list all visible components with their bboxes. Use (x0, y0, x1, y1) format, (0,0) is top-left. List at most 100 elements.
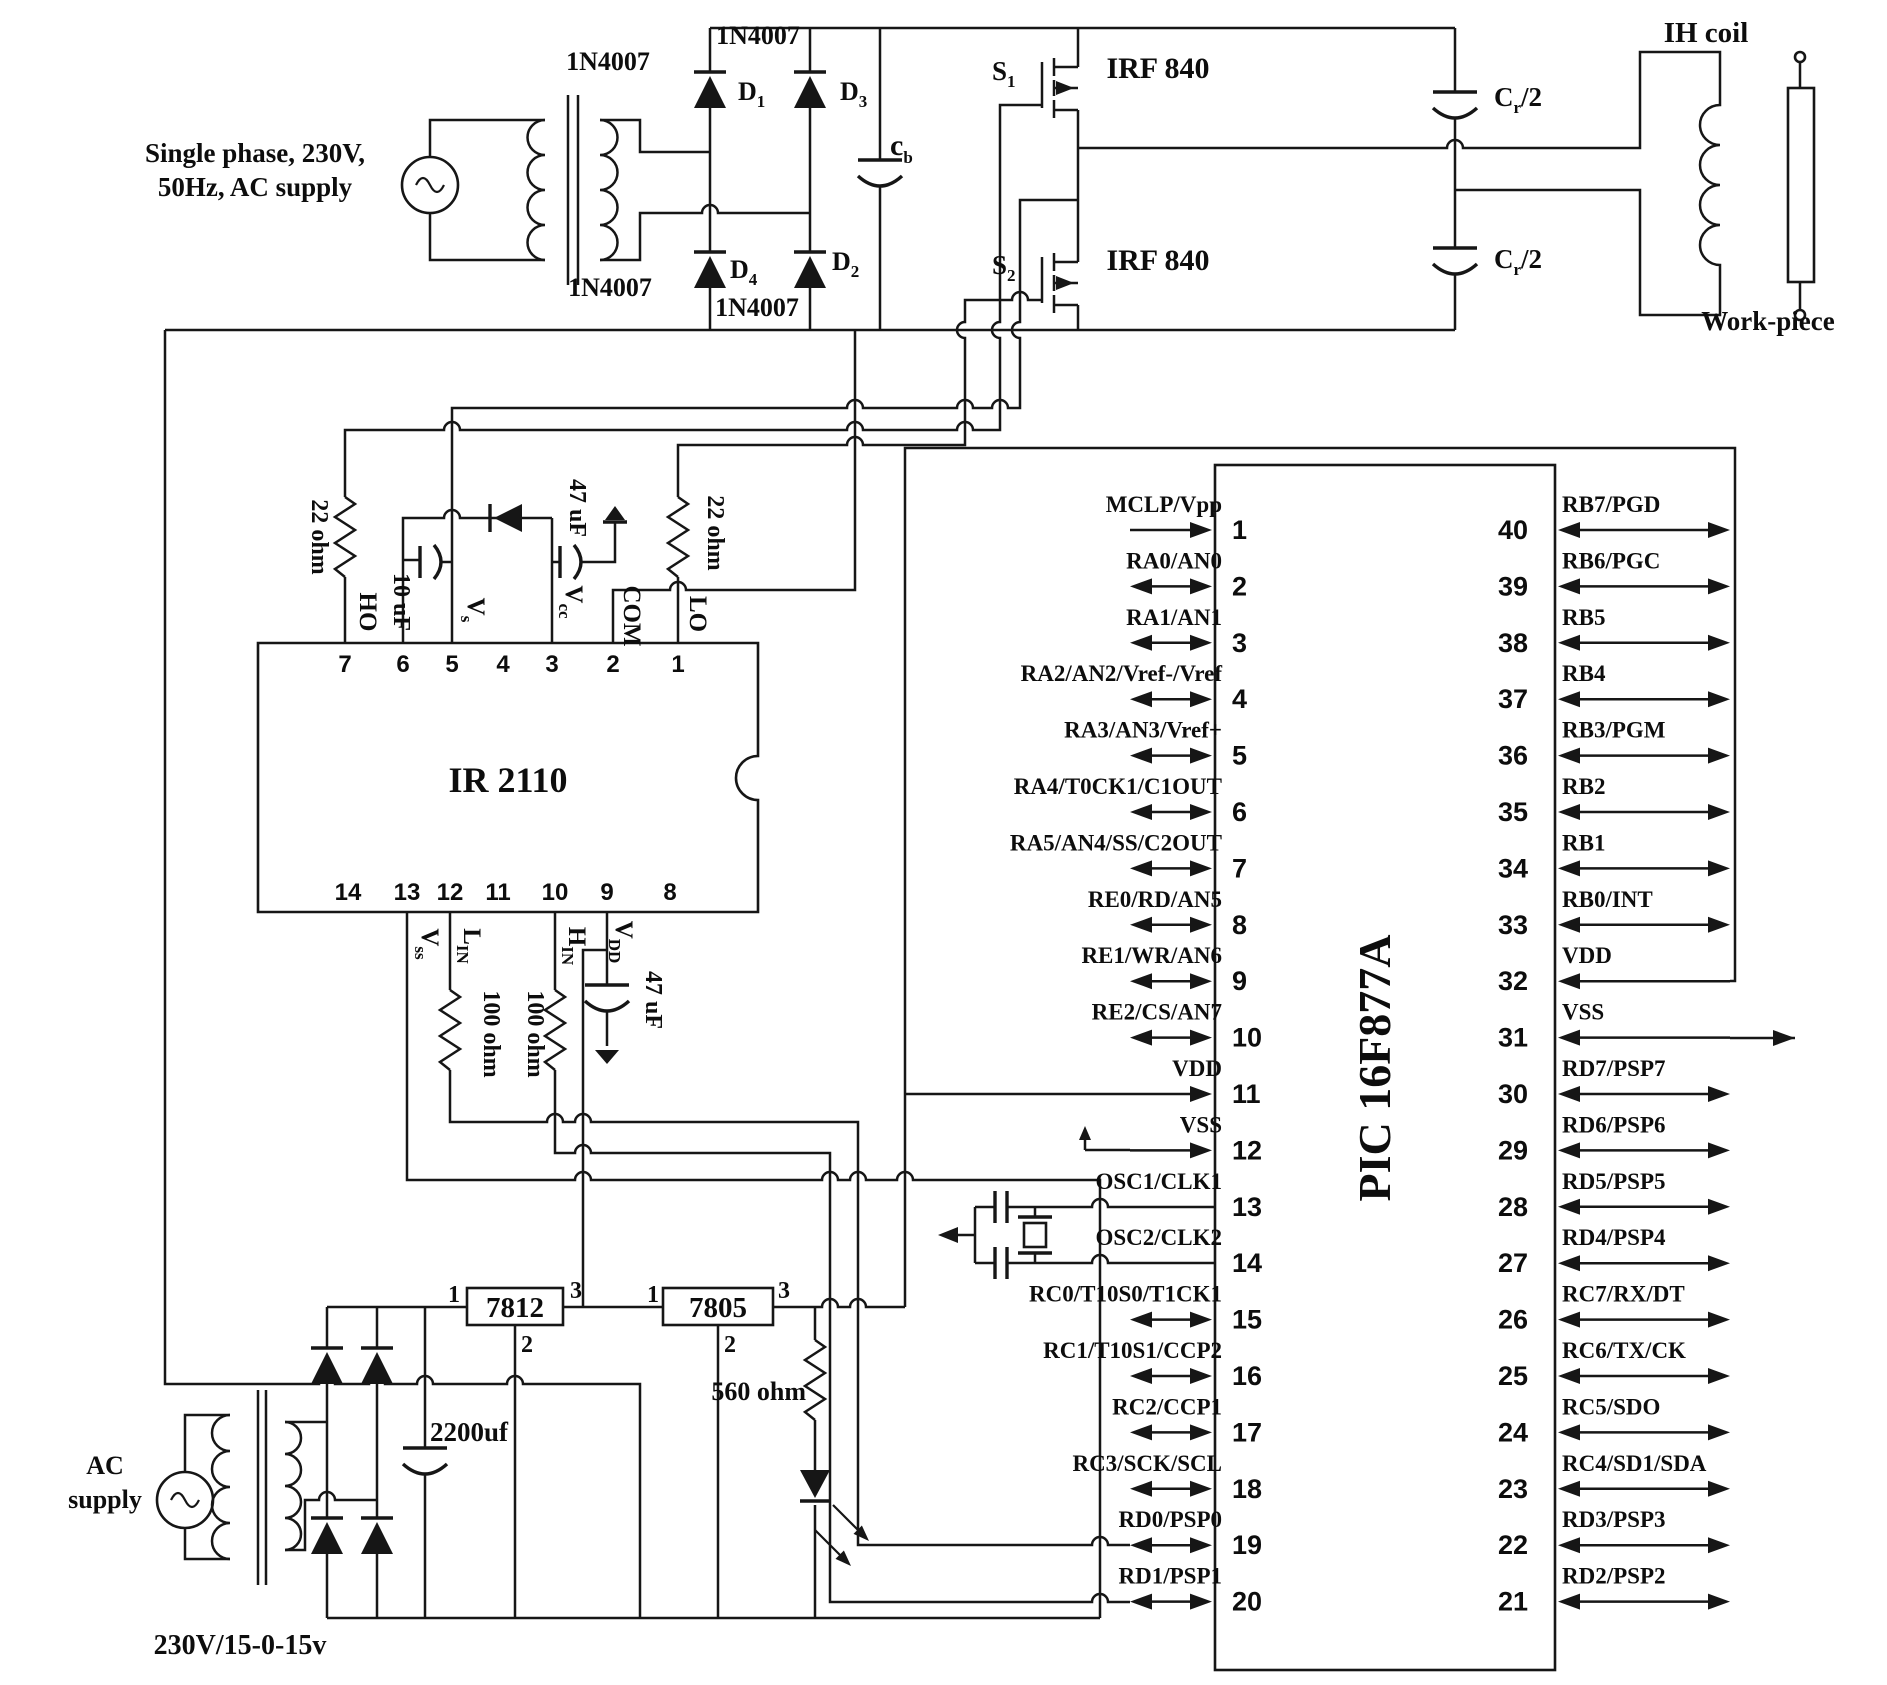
mains-label-2: 50Hz, AC supply (158, 172, 353, 202)
r-lo-label: 22 ohm (702, 495, 728, 570)
pin-number: 3 (1232, 628, 1247, 658)
regulator-7812 (465, 1286, 663, 1618)
pin-number: 30 (1498, 1079, 1528, 1109)
d1-part-label: 1N4007 (566, 47, 650, 76)
ac-mains-source (400, 118, 545, 262)
pic-pin-31: 31 VSS (1498, 1000, 1730, 1053)
diode-d1 (694, 70, 726, 108)
pin-number: 5 (1232, 741, 1247, 771)
cb-label: cb (890, 129, 913, 167)
pin-label: RB0/INT (1562, 887, 1653, 912)
d4-label: D4 (730, 255, 758, 289)
pin-label: RC0/T10S0/T1CK1 (1029, 1282, 1222, 1307)
pin-label: RC6/TX/CK (1562, 1338, 1686, 1363)
pin-number: 20 (1232, 1587, 1262, 1617)
ho-label: HO (354, 593, 381, 632)
pin-number: 35 (1498, 797, 1528, 827)
pin-label: RD4/PSP4 (1562, 1225, 1666, 1250)
workpiece (1786, 50, 1816, 322)
pin-number: 10 (1232, 1023, 1262, 1053)
pin-number: 4 (1232, 684, 1247, 714)
pin-label: OSC1/CLK1 (1095, 1169, 1222, 1194)
pin-label: RD7/PSP7 (1562, 1056, 1666, 1081)
pic-pin-5: 5 RA3/AN3/Vref+ (1064, 718, 1247, 771)
d3-label: D3 (840, 77, 867, 111)
r-ho-label: 22 ohm (306, 499, 332, 574)
pic-outer-loop (903, 446, 1795, 1307)
pic-name: PIC 16F877A (1349, 934, 1400, 1201)
pin-label: VDD (1172, 1056, 1222, 1081)
reg1-pin3: 3 (570, 1278, 582, 1304)
pic-pin-rows: 1MCLP/Vpp2RA0/AN03RA1/AN14RA2/AN2/Vref-/… (1010, 492, 1730, 1617)
r-lin-label: 100 ohm (478, 990, 504, 1077)
pin-label: RA3/AN3/Vref+ (1064, 718, 1222, 743)
main-transformer (526, 95, 810, 285)
diode-d2 (794, 250, 826, 288)
pic-pin-25: 25 RC6/TX/CK (1498, 1338, 1730, 1391)
pin-label: RD0/PSP0 (1119, 1507, 1223, 1532)
pin-label: RC3/SCK/SCL (1072, 1451, 1222, 1476)
pin-number: 27 (1498, 1248, 1528, 1278)
pin-label: RC7/RX/DT (1562, 1282, 1685, 1307)
pin-number: 13 (1232, 1192, 1262, 1222)
pin-number: 25 (1498, 1361, 1528, 1391)
pic-pin-30: 30 RD7/PSP7 (1498, 1056, 1730, 1109)
vss-drv-label: Vss (411, 928, 443, 960)
pin-number: 31 (1498, 1023, 1528, 1053)
pin-label: RE0/RD/AN5 (1088, 887, 1222, 912)
ir-pin3: 3 (545, 651, 558, 678)
r-led-label: 560 ohm (711, 1377, 806, 1406)
pic-pin-10: 10 RE2/CS/AN7 (1092, 1000, 1262, 1053)
pin-number: 38 (1498, 628, 1528, 658)
d2-part-label: 1N4007 (715, 293, 799, 322)
pin-number: 32 (1498, 966, 1528, 996)
pin-number: 33 (1498, 910, 1528, 940)
pin-number: 29 (1498, 1135, 1528, 1165)
pin-label: VDD (1562, 943, 1612, 968)
pin-label: RC2/CCP1 (1112, 1394, 1222, 1419)
workpiece-label: Work-piece (1701, 306, 1834, 336)
pin-label: RE2/CS/AN7 (1092, 1000, 1222, 1025)
ir2110-chip (256, 641, 760, 914)
pin-number: 6 (1232, 797, 1247, 827)
bootstrap-capacitor-10uf (403, 543, 452, 581)
pin-number: 26 (1498, 1305, 1528, 1335)
bootstrap-diode (488, 504, 522, 532)
pin-label: RD5/PSP5 (1562, 1169, 1666, 1194)
pin-label: VSS (1562, 1000, 1604, 1025)
reg1-label: 7812 (486, 1292, 544, 1324)
pin-label: RD2/PSP2 (1562, 1564, 1666, 1589)
vs-label: Vs (457, 598, 489, 623)
pin-label: RE1/WR/AN6 (1081, 943, 1222, 968)
pin-label: RC4/SD1/SDA (1562, 1451, 1707, 1476)
gate-resistor-ho (332, 495, 358, 578)
psu-bridge (311, 1305, 1100, 1620)
ir-pin2: 2 (606, 651, 619, 678)
pic-pin-26: 26 RC7/RX/DT (1498, 1282, 1730, 1335)
pin-number: 34 (1498, 853, 1528, 883)
dc-bus-capacitor (856, 28, 904, 330)
s1-label: S1 (992, 56, 1016, 91)
psu-ac-label-1: AC (86, 1451, 124, 1480)
r-hin-label: 100 ohm (522, 990, 548, 1077)
